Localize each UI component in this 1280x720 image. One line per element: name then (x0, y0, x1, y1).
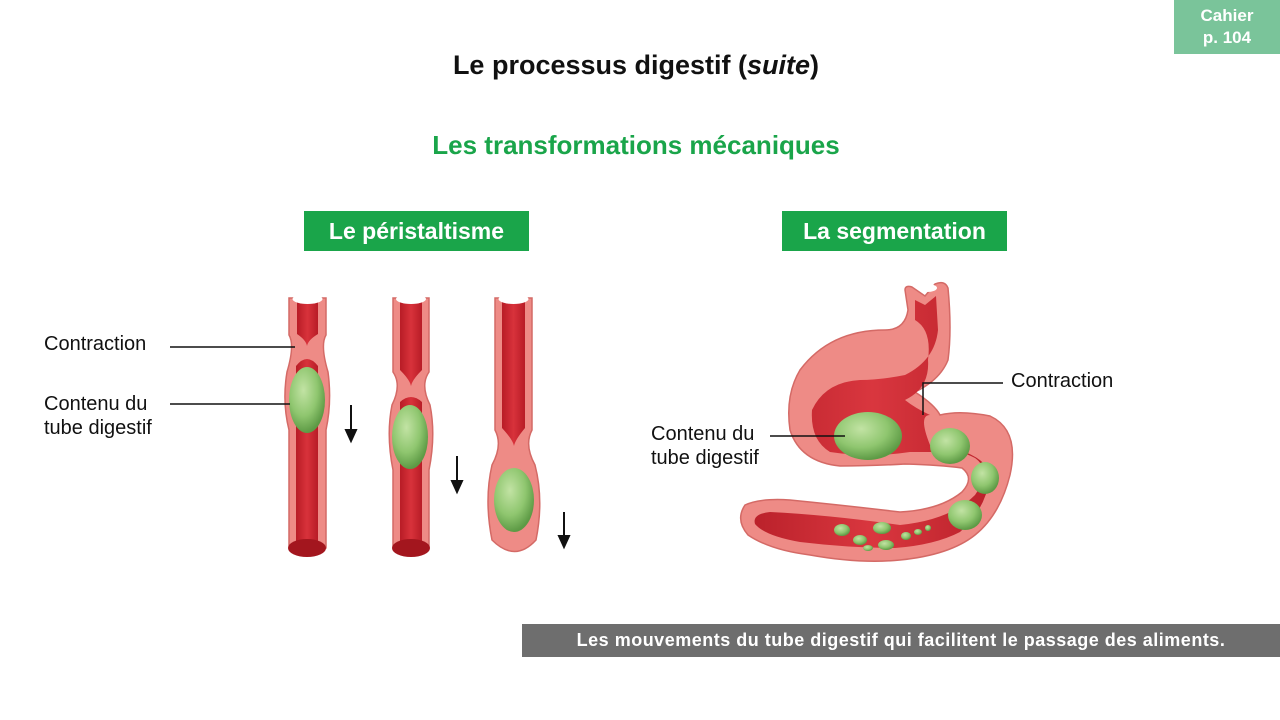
label-contenu-line1-peristalsis: Contenu du (44, 393, 148, 415)
label-contraction-segmentation: Contraction (1011, 370, 1114, 392)
segment-bolus-3 (971, 462, 999, 494)
segment-bolus-4 (948, 500, 982, 530)
page-title: Le processus digestif (suite) (452, 50, 820, 80)
bolus-2 (392, 405, 428, 469)
peristalsis-tube-1 (284, 294, 331, 557)
bolus-1 (289, 367, 325, 433)
label-contenu-line2-peristalsis: tube digestif (44, 417, 152, 439)
segmentation-header: La segmentation (782, 211, 1007, 251)
downward-arrows (344, 405, 571, 550)
label-contraction-peristalsis: Contraction (44, 333, 147, 355)
title-italic: suite (747, 50, 811, 80)
badge-line-1: Cahier (1200, 6, 1254, 25)
segment-particles (834, 522, 931, 551)
bolus-3 (494, 468, 534, 532)
segmentation-tube (739, 281, 1014, 562)
page-subtitle: Les transformations mécaniques (432, 130, 840, 160)
peristaltisme-header: Le péristaltisme (304, 211, 529, 251)
label-contenu-line2-segmentation: tube digestif (651, 447, 759, 469)
segment-bolus-main (834, 412, 902, 460)
label-contenu-line1-segmentation: Contenu du (651, 423, 755, 445)
peristalsis-tube-2 (388, 294, 434, 557)
badge-line-2: p. 104 (1202, 28, 1252, 47)
workbook-page-badge: Cahier p. 104 (1174, 0, 1280, 54)
peristalsis-tube-3 (487, 294, 541, 553)
figure-caption: Les mouvements du tube digestif qui faci… (522, 624, 1280, 657)
segment-bolus-2 (930, 428, 970, 464)
